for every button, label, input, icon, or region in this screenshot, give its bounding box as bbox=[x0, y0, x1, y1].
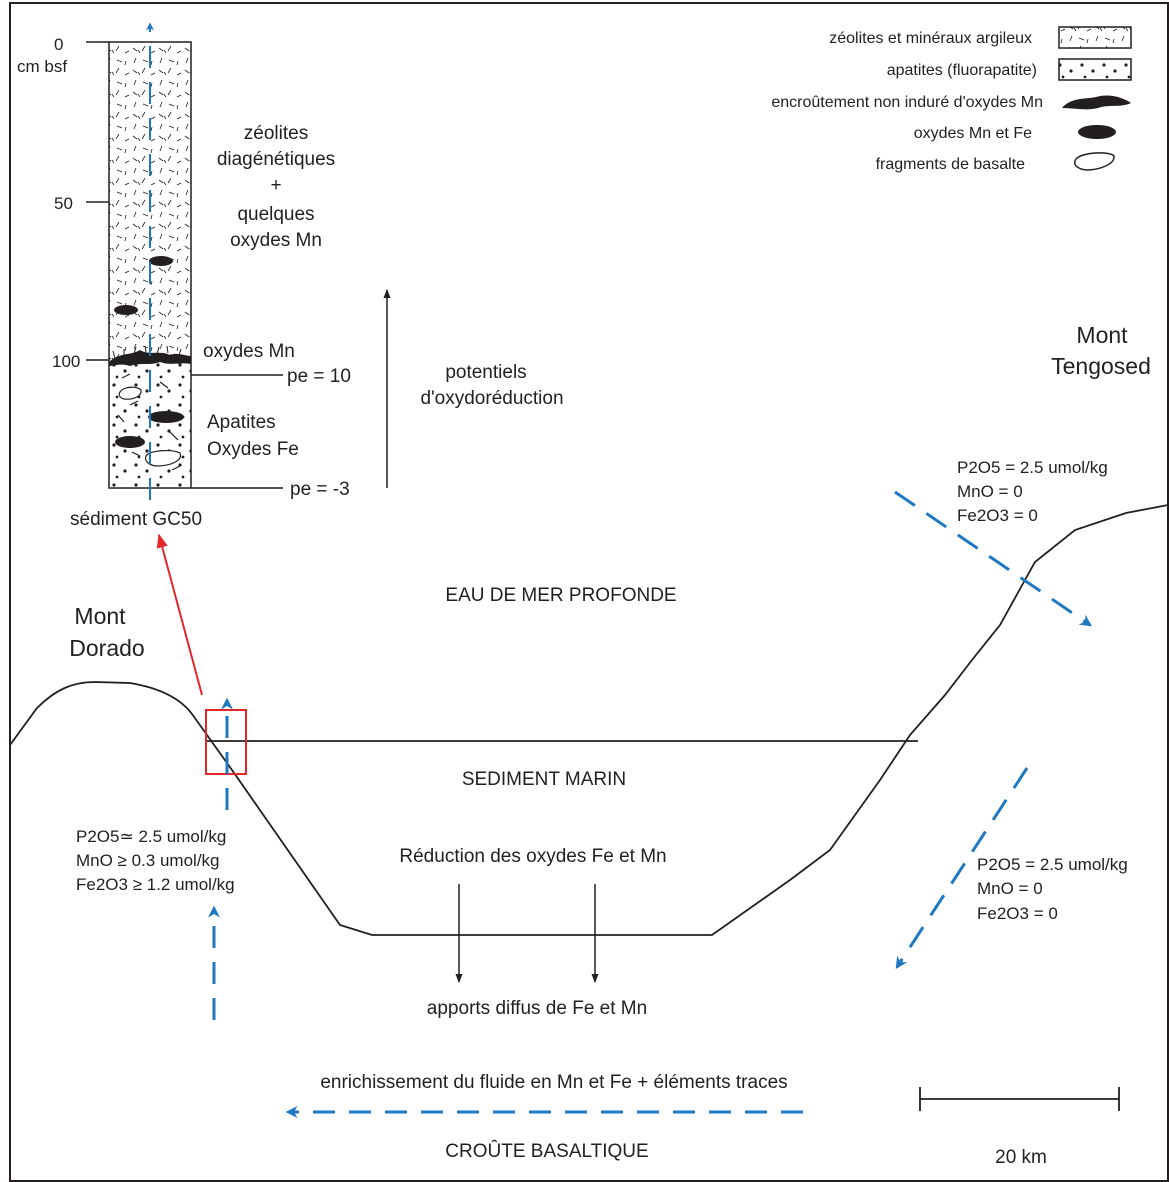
depth-axis bbox=[86, 41, 109, 361]
figure-frame bbox=[9, 2, 1169, 1182]
composition-line: MnO ≥ 0.3 umol/kg bbox=[76, 851, 220, 870]
redox-label: d'oxydoréduction bbox=[420, 388, 563, 409]
legend-label: encroûtement non induré d'oxydes Mn bbox=[771, 94, 1043, 111]
core-upper-line: oxydes Mn bbox=[230, 230, 322, 251]
redox-label: potentiels bbox=[445, 362, 526, 383]
composition-line: P2O5 = 2.5 umol/kg bbox=[957, 458, 1108, 477]
legend-symbol-mn-crust bbox=[1062, 95, 1131, 110]
legend-label: apatites (fluorapatite) bbox=[887, 62, 1037, 79]
tengosed-bottom-composition: P2O5 = 2.5 umol/kg MnO = 0 Fe2O3 = 0 bbox=[977, 855, 1128, 923]
mont-tengosed-label: Tengosed bbox=[1051, 353, 1151, 379]
crust-label: CROÛTE BASALTIQUE bbox=[445, 1140, 648, 1162]
core-name-label: sédiment GC50 bbox=[70, 509, 202, 530]
core-upper-line: diagénétiques bbox=[217, 149, 335, 170]
mont-dorado-label: Mont bbox=[74, 603, 126, 629]
pe-bottom-label: pe = -3 bbox=[290, 479, 350, 500]
legend-label: fragments de basalte bbox=[876, 156, 1026, 173]
composition-line: MnO = 0 bbox=[957, 482, 1023, 501]
core-upper-line: zéolites bbox=[244, 123, 308, 144]
legend-symbol-basalt bbox=[1074, 152, 1115, 171]
diffuse-label: apports diffus de Fe et Mn bbox=[427, 998, 647, 1019]
fe-oxide-nodule bbox=[115, 436, 145, 448]
mn-oxide-nodule bbox=[149, 256, 173, 266]
pe-top-label: pe = 10 bbox=[287, 366, 351, 387]
depth-unit: cm bsf bbox=[17, 57, 67, 76]
mont-tengosed-label: Mont bbox=[1076, 322, 1128, 348]
tengosed-top-composition: P2O5 = 2.5 umol/kg MnO = 0 Fe2O3 = 0 bbox=[957, 458, 1108, 525]
fe-oxide-nodule bbox=[148, 411, 184, 423]
composition-line: Fe2O3 = 0 bbox=[977, 904, 1058, 923]
core-lower-dashes bbox=[117, 373, 181, 471]
legend-label: zéolites et minéraux argileux bbox=[829, 30, 1032, 47]
enrichment-label: enrichissement du fluide en Mn et Fe + é… bbox=[320, 1072, 787, 1093]
mn-crust-layer bbox=[109, 350, 191, 366]
composition-line: Fe2O3 ≥ 1.2 umol/kg bbox=[76, 875, 235, 894]
core-upper-line: + bbox=[270, 175, 281, 196]
core-lower-line: Apatites bbox=[207, 412, 276, 433]
dorado-composition: P2O5≃ 2.5 umol/kg MnO ≥ 0.3 umol/kg Fe2O… bbox=[76, 827, 235, 894]
mn-crust-spikes bbox=[112, 345, 182, 359]
legend: zéolites et minéraux argileux apatites (… bbox=[771, 26, 1132, 173]
basalt-fragment bbox=[144, 450, 182, 467]
tengosed-downflow-bottom bbox=[895, 767, 1029, 970]
tengosed-downflow-top bbox=[894, 490, 1092, 627]
basalt-fragment bbox=[118, 386, 142, 400]
scale-bar bbox=[919, 1087, 1120, 1111]
sample-location-arrow bbox=[156, 533, 203, 696]
mont-dorado-label: Dorado bbox=[69, 635, 144, 661]
legend-symbol-zeolites bbox=[1058, 26, 1132, 49]
depth-tick-50: 50 bbox=[54, 194, 73, 213]
mn-oxides-label: oxydes Mn bbox=[203, 341, 295, 362]
sediment-label: SEDIMENT MARIN bbox=[462, 769, 626, 790]
depth-tick-100: 100 bbox=[52, 352, 80, 371]
reduction-label: Réduction des oxydes Fe et Mn bbox=[399, 846, 666, 867]
depth-tick-0: 0 bbox=[54, 35, 63, 54]
mn-oxide-nodule bbox=[114, 305, 138, 315]
composition-line: P2O5 = 2.5 umol/kg bbox=[977, 855, 1128, 874]
legend-label: oxydes Mn et Fe bbox=[914, 125, 1032, 142]
legend-symbol-apatites bbox=[1058, 58, 1132, 81]
core-upper-line: quelques bbox=[237, 204, 314, 225]
composition-line: P2O5≃ 2.5 umol/kg bbox=[76, 827, 226, 846]
composition-line: MnO = 0 bbox=[977, 879, 1043, 898]
legend-symbol-nodule bbox=[1078, 125, 1116, 139]
core-upper-description: zéolites diagénétiques + quelques oxydes… bbox=[217, 123, 335, 251]
scale-bar-label: 20 km bbox=[995, 1147, 1047, 1168]
sediment-core bbox=[108, 22, 192, 500]
composition-line: Fe2O3 = 0 bbox=[957, 506, 1038, 525]
core-lower-line: Oxydes Fe bbox=[207, 439, 299, 460]
seawater-label: EAU DE MER PROFONDE bbox=[445, 585, 676, 606]
seafloor-profile bbox=[9, 504, 1169, 936]
